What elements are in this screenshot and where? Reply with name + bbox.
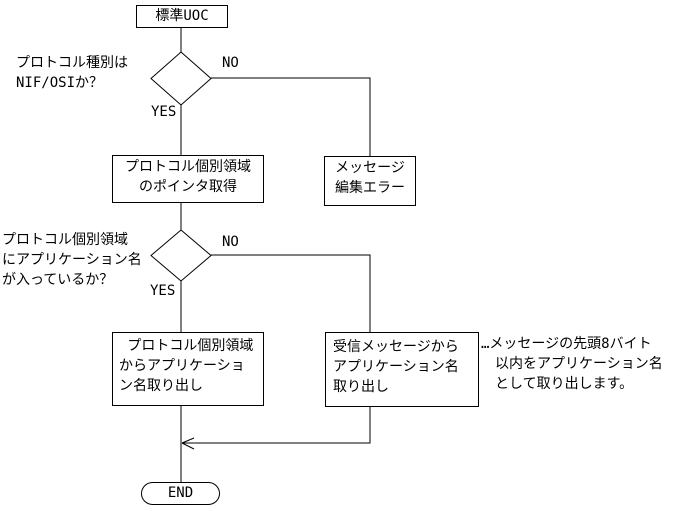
node-edit-error: メッセージ 編集エラー <box>324 156 416 206</box>
decision-appname-question: プロトコル個別領域 にアプリケーション名 が入っているか？ <box>2 232 142 288</box>
branch-no-label-protocol: NO <box>222 55 239 71</box>
connector-lines <box>180 28 371 482</box>
branch-yes-label-protocol: YES <box>151 104 177 120</box>
branch-yes-label-appname: YES <box>150 283 176 299</box>
merge-arrowhead <box>181 437 195 450</box>
node-extract-from-area: プロトコル個別領域 からアプリケーショ ン名取り出し <box>112 332 264 406</box>
decision-appname-diamond <box>150 229 212 282</box>
decision-protocol-diamond <box>150 51 212 106</box>
node-extract-from-message: 受信メッセージから アプリケーション名 取り出し <box>325 332 479 407</box>
node-end: END <box>141 482 220 505</box>
annotation-note: …メッセージの先頭8バイト 以内をアプリケーション名 として取り出します。 <box>481 336 663 392</box>
decision-protocol-question: プロトコル種別は NIF/OSIか？ <box>16 55 128 91</box>
node-get-pointer: プロトコル個別領域 のポインタ取得 <box>112 155 264 203</box>
node-start: 標準UOC <box>136 5 228 28</box>
branch-no-label-appname: NO <box>222 234 239 250</box>
